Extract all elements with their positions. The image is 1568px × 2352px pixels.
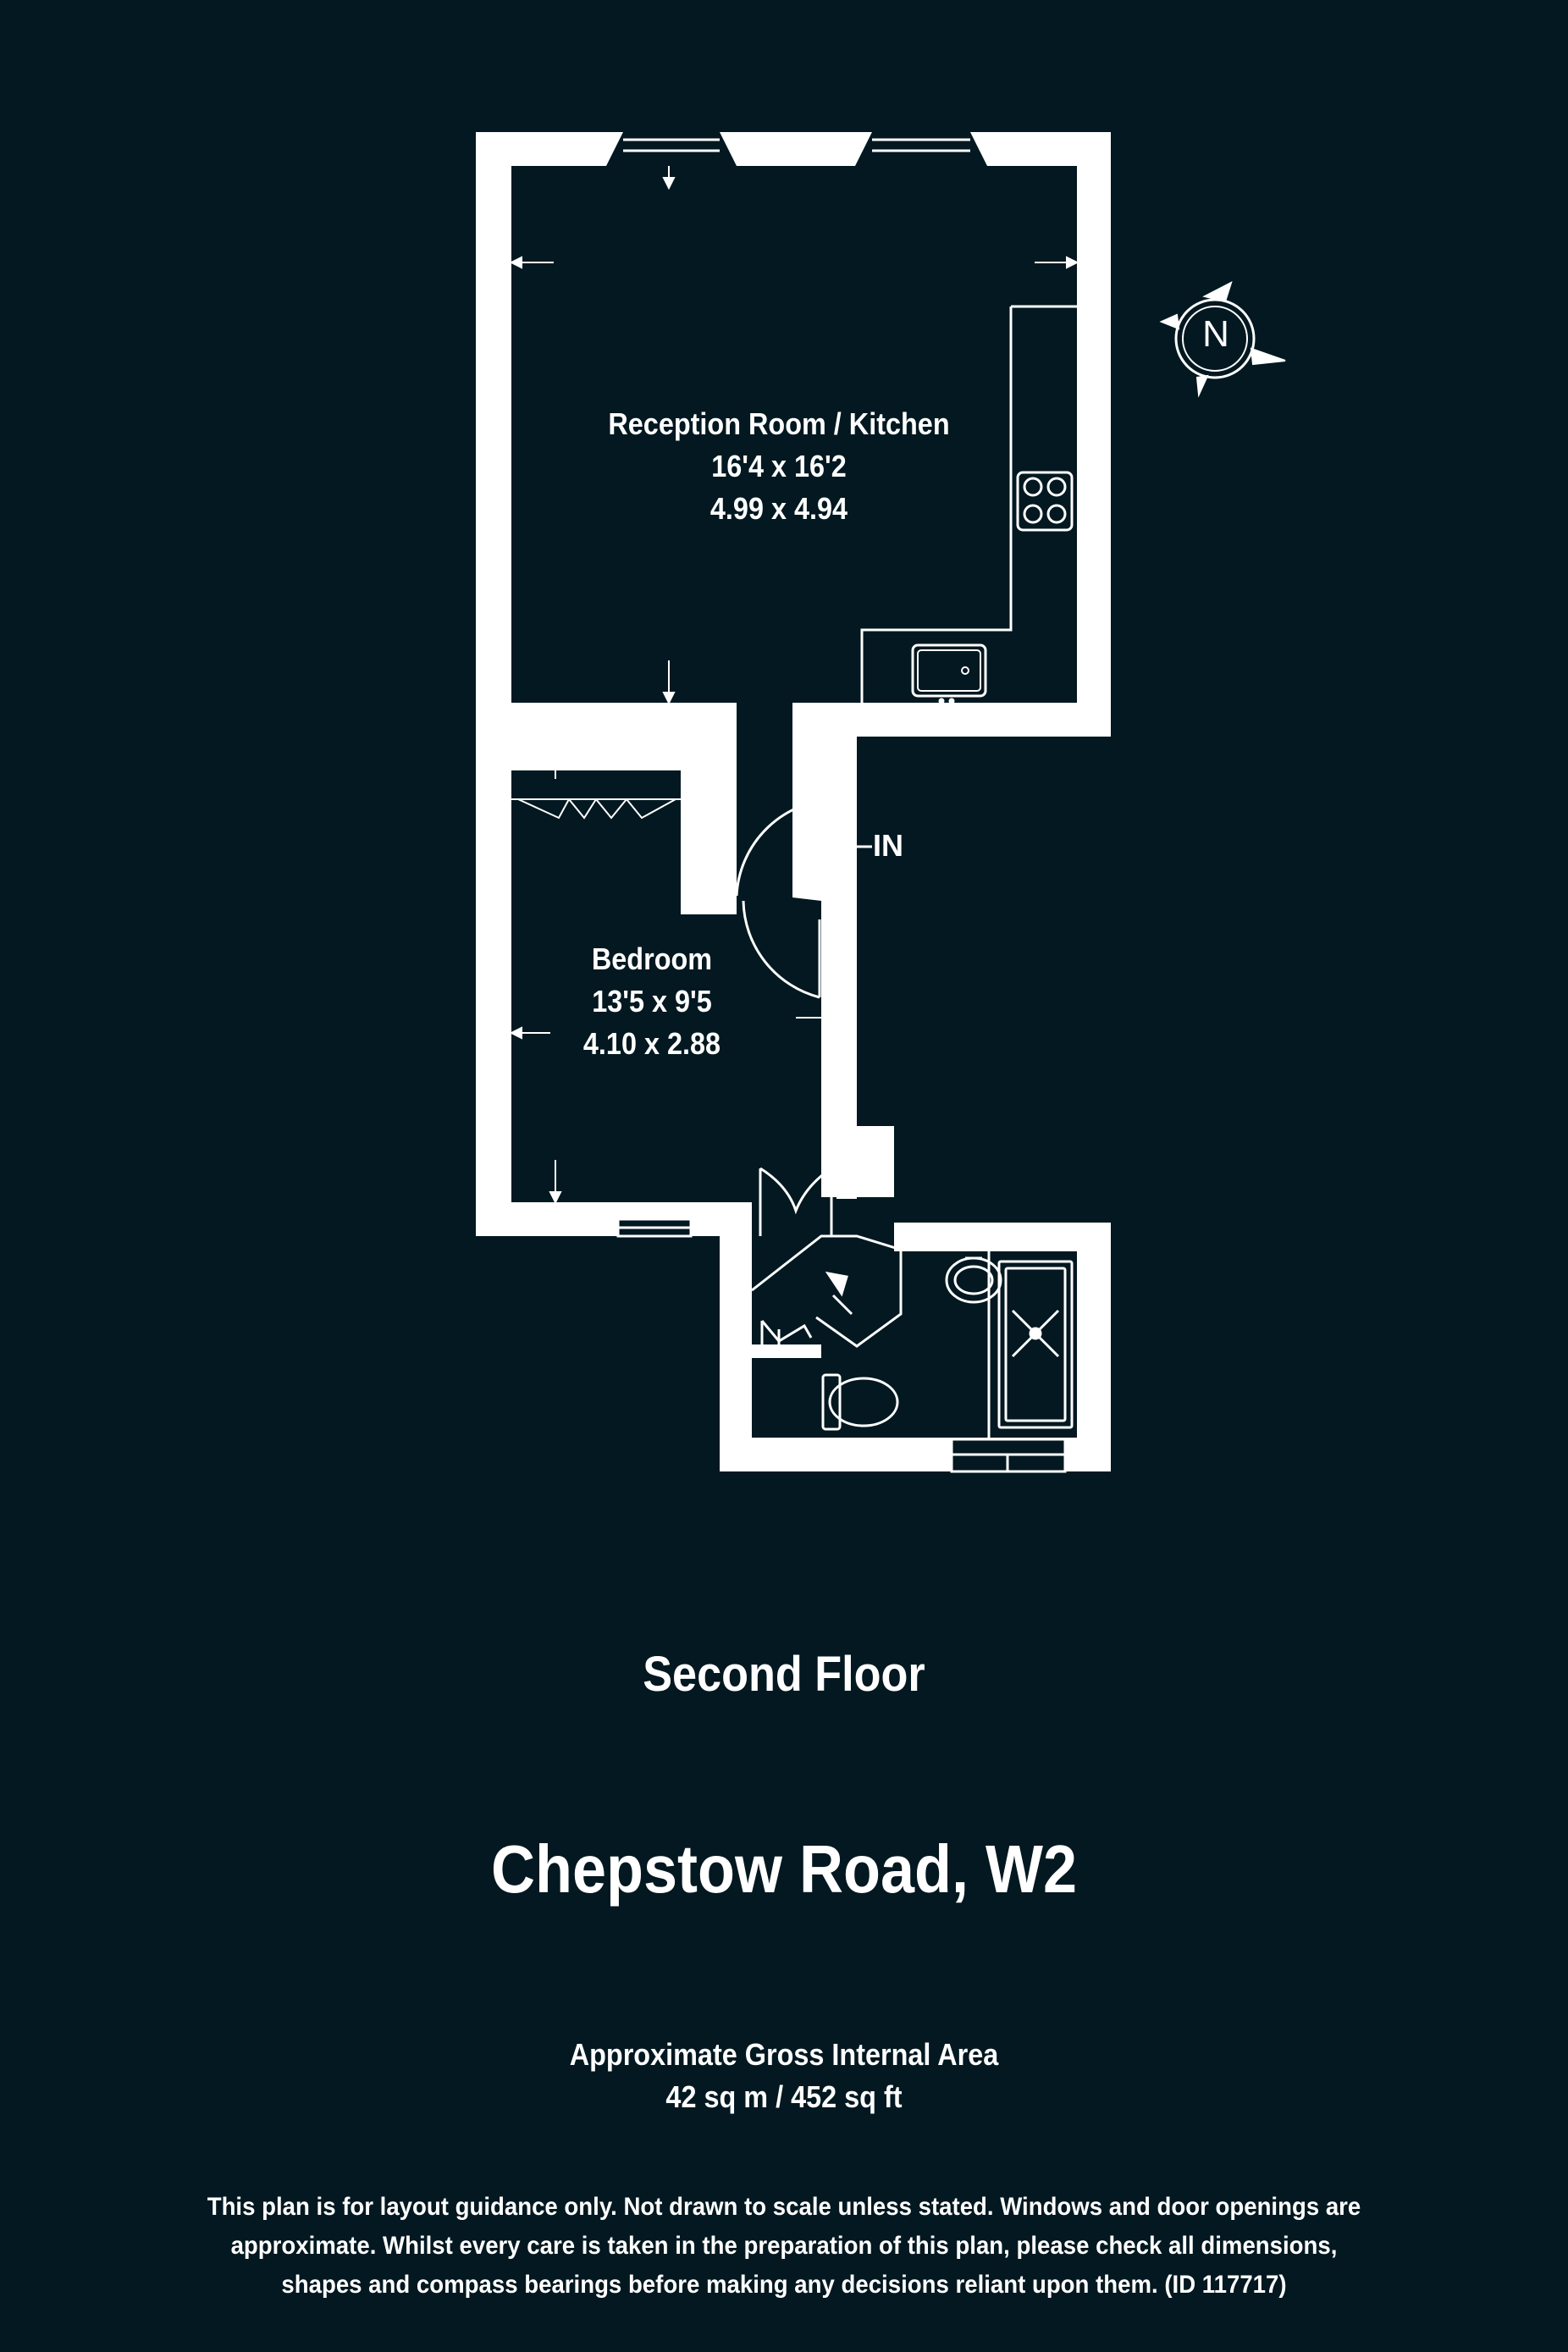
bedroom-wall bbox=[836, 894, 857, 1199]
area-heading: Approximate Gross Internal Area bbox=[569, 2037, 999, 2072]
bay-notch bbox=[606, 132, 737, 166]
room-metric: 4.99 x 4.94 bbox=[709, 491, 848, 526]
room-name: Bedroom bbox=[591, 941, 713, 976]
area-value: 42 sq m / 452 sq ft bbox=[665, 2079, 903, 2114]
hall-wall bbox=[681, 740, 704, 909]
property-title: Chepstow Road, W2 bbox=[490, 1831, 1078, 1907]
bathroom-fittings bbox=[821, 1251, 1074, 1439]
room-label-bedroom: Bedroom 13'5 x 9'5 4.10 x 2.88 bbox=[538, 938, 766, 1065]
floor-title: Second Floor bbox=[643, 1647, 925, 1702]
disclaimer: This plan is for layout guidance only. N… bbox=[200, 2188, 1368, 2305]
bath-wall bbox=[752, 1344, 821, 1358]
wardrobe bbox=[511, 798, 681, 820]
bath-doors bbox=[751, 1166, 903, 1358]
kitchen-counter bbox=[860, 305, 1077, 703]
hall-wall bbox=[821, 1126, 894, 1197]
disclaimer-line: shapes and compass bearings before makin… bbox=[281, 2271, 1287, 2299]
partition-wall bbox=[511, 703, 711, 740]
room-metric: 4.10 x 2.88 bbox=[582, 1026, 721, 1061]
outer-walls bbox=[476, 132, 1111, 1471]
entrance-label: IN bbox=[873, 828, 903, 863]
room-label-reception: Reception Room / Kitchen 16'4 x 16'2 4.9… bbox=[566, 403, 992, 530]
hall-wall bbox=[821, 740, 857, 799]
partition-wall bbox=[792, 703, 857, 740]
bath-wall bbox=[720, 1202, 752, 1471]
disclaimer-line: This plan is for layout guidance only. N… bbox=[207, 2193, 1361, 2221]
room-imperial: 16'4 x 16'2 bbox=[711, 449, 847, 483]
floor-plan bbox=[476, 132, 1286, 1473]
room-name: Reception Room / Kitchen bbox=[608, 406, 950, 441]
compass-letter: N bbox=[1202, 313, 1229, 355]
compass-icon bbox=[1159, 281, 1286, 398]
entrance-door bbox=[735, 741, 839, 999]
kitchen-sink bbox=[911, 643, 987, 698]
entrance-arrow bbox=[831, 833, 872, 860]
dimension-arrows bbox=[509, 166, 1079, 1205]
hall-wall bbox=[681, 892, 737, 914]
hob bbox=[1016, 471, 1074, 532]
bay-notch bbox=[855, 132, 987, 166]
area-block: Approximate Gross Internal Area 42 sq m … bbox=[79, 2034, 1490, 2118]
disclaimer-line: approximate. Whilst every care is taken … bbox=[230, 2232, 1338, 2260]
room-imperial: 13'5 x 9'5 bbox=[592, 984, 712, 1019]
